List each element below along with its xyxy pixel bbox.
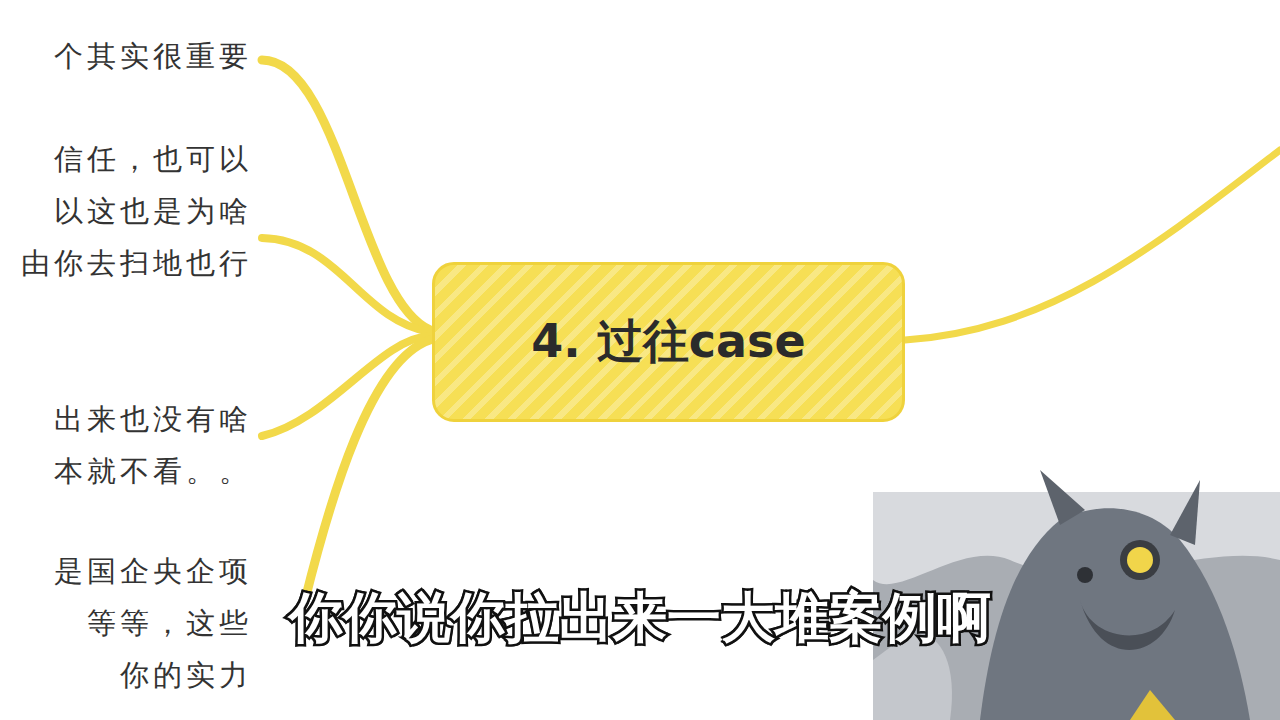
branch-text: 个其实很重要 (7, 30, 252, 82)
branch-text: 信任，也可以 以这也是为啥 由你去扫地也行 (7, 133, 252, 289)
branch-text: 是国企央企项 等等，这些 你的实力 (7, 545, 252, 701)
branch-text: 出来也没有啥 本就不看。。 (7, 393, 252, 497)
video-subtitle: 你你说你拉出来一大堆案例啊 (289, 582, 991, 655)
central-topic: 4. 过往case (432, 262, 905, 422)
topic-text: 4. 过往case (531, 311, 805, 373)
